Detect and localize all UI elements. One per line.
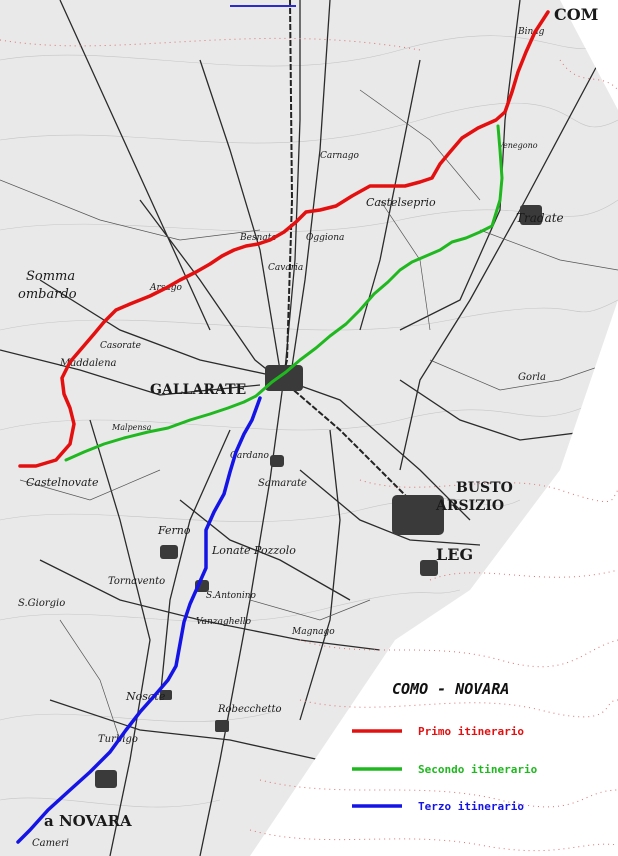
place-label-castelnovate: Castelnovate [26,476,99,489]
place-label-cavaria: Cavaria [268,263,303,273]
secondo-itinerario-route [64,124,504,462]
place-label-tradate: Tradate [516,211,564,225]
legend-label-secondo: Secondo itinerario [418,763,538,776]
map-legend: COMO - NOVARA Primo itinerario Secondo i… [352,680,538,813]
place-label-magnago: Magnago [291,627,335,637]
primo-itinerario-route [18,10,550,468]
legend-label-primo: Primo itinerario [418,725,524,738]
place-label-cardano: Cardano [230,451,269,461]
place-label-malpensa: Malpensa [111,423,152,432]
place-label-robecchetto: Robecchetto [217,704,282,715]
place-label-besnate: Besnate [239,233,277,243]
place-label-ferno: Ferno [157,524,191,537]
place-label-oggiona: Oggiona [306,233,344,243]
place-label-cameri: Cameri [32,838,69,849]
legend-title: COMO - NOVARA [392,680,509,698]
place-label-carnago: Carnago [320,151,359,161]
boundary-dots [0,37,618,852]
terzo-itinerario-route [16,396,262,844]
gallarate-town [265,365,303,391]
place-label-binago: Binag [517,27,545,37]
place-label-castelseprio: Castelseprio [366,196,436,209]
place-label-lombardo: ombardo [18,287,77,302]
itinerary-routes [16,10,550,844]
place-label-legnano: LEG [436,545,473,564]
legend-label-terzo: Terzo itinerario [418,800,524,813]
place-label-vanzaghello: Vanzaghello [196,617,252,627]
place-label-novara: a NOVARA [44,812,132,830]
busto-town [392,495,444,535]
place-label-santantonino: S.Antonino [206,591,257,601]
place-label-somma: Somma [26,269,75,284]
tradate-town [520,205,542,225]
place-label-casorate: Casorate [100,341,141,351]
place-label-gallarate: GALLARATE [150,382,246,398]
place-label-samarate: Samarate [258,478,307,489]
place-label-como: COM [554,5,598,24]
place-label-arsizio: ARSIZIO [435,498,504,514]
place-label-sgiorgio: S.Giorgio [18,598,65,609]
place-label-lonate: Lonate Pozzolo [211,544,296,557]
place-label-venegono: Venegono [498,141,538,150]
place-label-tornavento: Tornavento [108,576,165,587]
place-label-gorla: Gorla [518,372,546,383]
place-label-busto: BUSTO [456,480,513,496]
place-label-maddalena: Maddalena [59,358,117,369]
